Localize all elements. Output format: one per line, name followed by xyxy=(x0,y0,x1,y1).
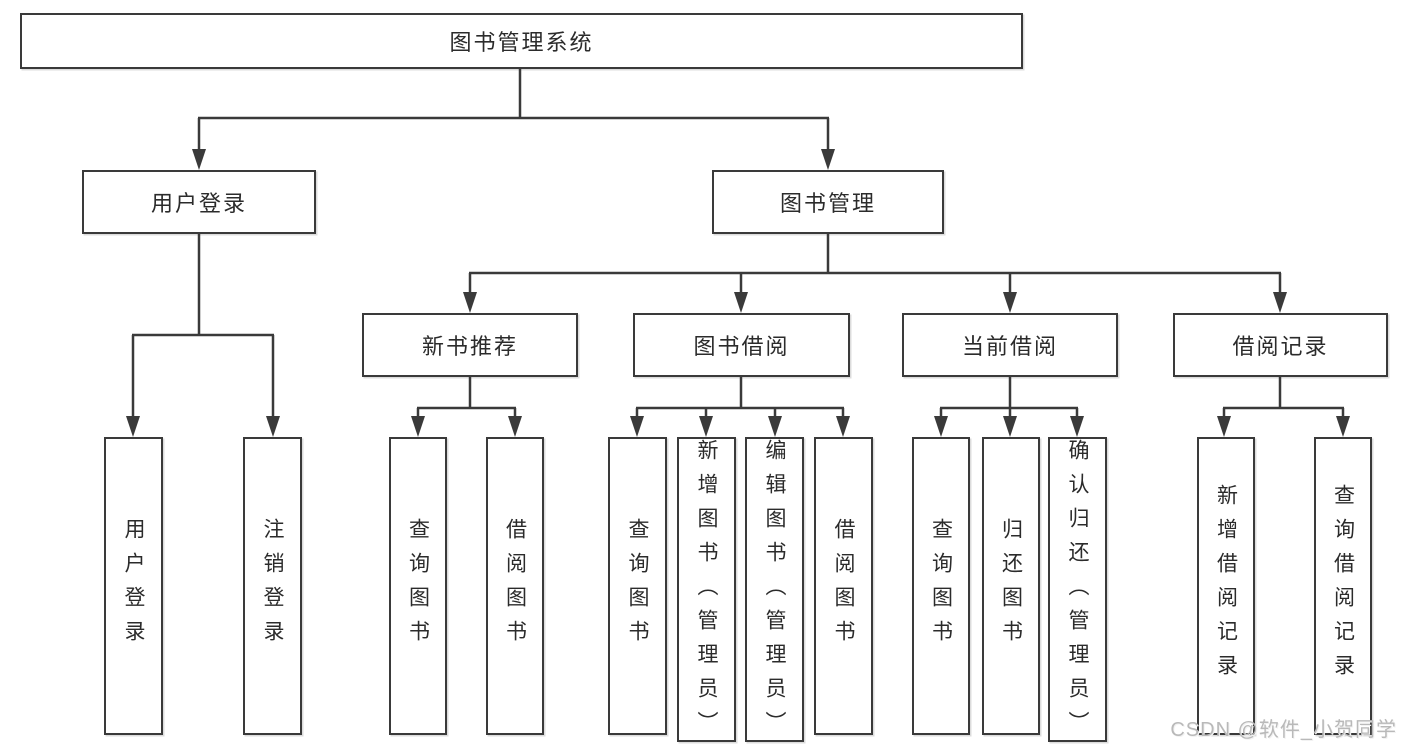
arrowhead-icon xyxy=(1070,416,1084,437)
node-book-management-label: 图书管理 xyxy=(779,191,876,216)
node-root: 图书管理系统 xyxy=(20,13,1023,69)
node-root-label: 图书管理系统 xyxy=(449,30,594,55)
leaf-nbr-borrow-books-label: 借阅图书 xyxy=(503,518,527,654)
node-user-login: 用户登录 xyxy=(82,170,316,234)
arrowhead-icon xyxy=(1336,416,1350,437)
arrowhead-icon xyxy=(508,416,522,437)
connector-user-login-to-leaves xyxy=(126,234,280,437)
leaf-bb-borrow-books: 借阅图书 xyxy=(814,437,873,735)
arrowhead-icon xyxy=(1217,416,1231,437)
arrowhead-icon xyxy=(411,416,425,437)
leaf-bb-borrow-books-label: 借阅图书 xyxy=(832,518,855,654)
connector-book-borrow-to-leaves xyxy=(630,377,850,437)
node-book-management: 图书管理 xyxy=(712,170,944,234)
node-current-borrow-label: 当前借阅 xyxy=(961,334,1058,359)
leaf-cb-return-books: 归还图书 xyxy=(982,437,1040,735)
connector-new-book-recommend-to-leaves xyxy=(411,377,522,437)
leaf-nbr-query-books: 查询图书 xyxy=(389,437,447,735)
arrowhead-icon xyxy=(1003,292,1017,313)
connector-root-to-level2 xyxy=(192,69,835,170)
leaf-bb-add-book-admin-label: 新增图书（管理员） xyxy=(695,439,718,745)
leaf-logout: 注销登录 xyxy=(243,437,302,735)
arrowhead-icon xyxy=(821,149,835,170)
leaf-cb-query-books: 查询图书 xyxy=(912,437,970,735)
arrowhead-icon xyxy=(1003,416,1017,437)
arrowhead-icon xyxy=(699,416,713,437)
node-borrow-records-label: 借阅记录 xyxy=(1232,334,1329,359)
arrowhead-icon xyxy=(463,292,477,313)
leaf-cb-return-books-label: 归还图书 xyxy=(999,518,1023,654)
node-user-login-label: 用户登录 xyxy=(150,191,247,216)
leaf-nbr-query-books-label: 查询图书 xyxy=(406,518,430,654)
connector-current-borrow-to-leaves xyxy=(934,377,1084,437)
leaf-bb-query-books: 查询图书 xyxy=(608,437,667,735)
arrowhead-icon xyxy=(768,416,782,437)
node-book-borrow: 图书借阅 xyxy=(633,313,850,377)
node-new-book-recommend-label: 新书推荐 xyxy=(421,334,518,359)
node-current-borrow: 当前借阅 xyxy=(902,313,1118,377)
leaf-logout-label: 注销登录 xyxy=(261,518,284,654)
node-borrow-records: 借阅记录 xyxy=(1173,313,1388,377)
leaf-cb-confirm-return-admin-label: 确认归还（管理员） xyxy=(1066,439,1089,745)
leaf-user-login: 用户登录 xyxy=(104,437,163,735)
leaf-br-add-borrow-record-label: 新增借阅记录 xyxy=(1214,484,1238,688)
connector-book-management-to-level3 xyxy=(463,234,1287,313)
connector-borrow-records-to-leaves xyxy=(1217,377,1350,437)
leaf-user-login-label: 用户登录 xyxy=(122,518,145,654)
leaf-br-query-borrow-record: 查询借阅记录 xyxy=(1314,437,1372,735)
leaf-br-query-borrow-record-label: 查询借阅记录 xyxy=(1331,484,1355,688)
arrowhead-icon xyxy=(126,416,140,437)
leaf-bb-edit-book-admin: 编辑图书（管理员） xyxy=(745,437,804,745)
leaf-bb-query-books-label: 查询图书 xyxy=(626,518,649,654)
arrowhead-icon xyxy=(266,416,280,437)
leaf-cb-query-books-label: 查询图书 xyxy=(929,518,953,654)
leaf-nbr-borrow-books: 借阅图书 xyxy=(486,437,544,735)
leaf-br-add-borrow-record: 新增借阅记录 xyxy=(1197,437,1255,735)
leaf-cb-confirm-return-admin: 确认归还（管理员） xyxy=(1048,437,1107,745)
leaf-bb-add-book-admin: 新增图书（管理员） xyxy=(677,437,736,745)
leaf-bb-edit-book-admin-label: 编辑图书（管理员） xyxy=(763,439,786,745)
watermark-text: CSDN @软件_小贺同学 xyxy=(1170,719,1397,741)
arrowhead-icon xyxy=(836,416,850,437)
arrowhead-icon xyxy=(630,416,644,437)
arrowhead-icon xyxy=(192,149,206,170)
arrowhead-icon xyxy=(734,292,748,313)
node-book-borrow-label: 图书借阅 xyxy=(693,334,790,359)
node-new-book-recommend: 新书推荐 xyxy=(362,313,578,377)
arrowhead-icon xyxy=(1273,292,1287,313)
arrowhead-icon xyxy=(934,416,948,437)
